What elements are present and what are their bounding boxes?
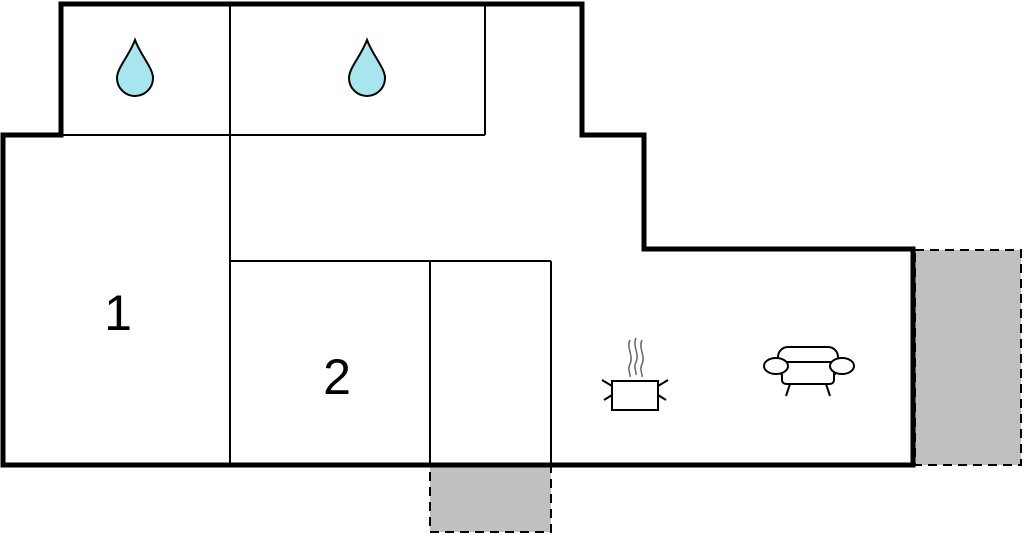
room-label: 1 bbox=[104, 285, 132, 341]
water-drop-icon bbox=[115, 37, 155, 97]
room-label: 2 bbox=[323, 349, 351, 405]
cooking-pot-icon bbox=[601, 337, 669, 411]
terrace-bottom bbox=[429, 464, 552, 533]
water-drop-icon bbox=[347, 37, 387, 97]
sofa-icon bbox=[763, 346, 855, 397]
interior-walls bbox=[61, 4, 552, 465]
terrace-right bbox=[914, 249, 1022, 466]
